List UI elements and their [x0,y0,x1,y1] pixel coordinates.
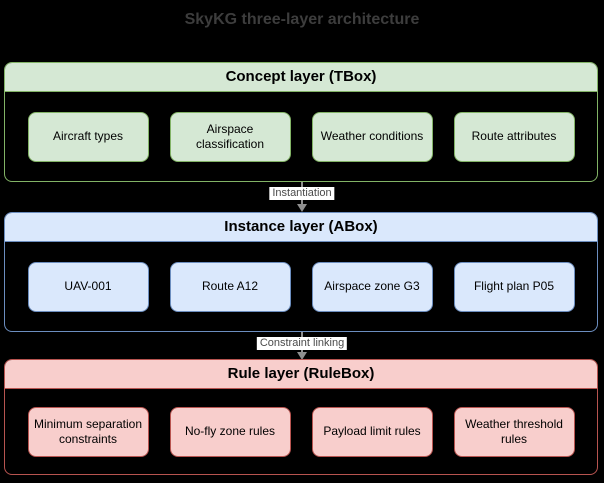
constraint-linking-edge-label: Constraint linking [256,337,348,350]
node-flight-plan-p05: Flight plan P05 [453,261,575,312]
instance-layer: Instance layer (ABox) UAV-001 Route A12 … [4,212,598,332]
concept-layer-body: Aircraft types Airspace classification W… [5,92,597,181]
node-minimum-separation-constraints: Minimum separation constraints [27,406,149,457]
concept-layer: Concept layer (TBox) Aircraft types Airs… [4,62,598,182]
instance-layer-body: UAV-001 Route A12 Airspace zone G3 Fligh… [5,242,597,331]
arrow-down-icon [297,204,307,212]
instantiation-edge: Instantiation [0,182,604,212]
constraint-linking-edge: Constraint linking [0,332,604,360]
rule-layer-header: Rule layer (RuleBox) [5,360,597,389]
diagram-title: SkyKG three-layer architecture [184,11,420,28]
node-airspace-classification: Airspace classification [169,111,291,162]
node-payload-limit-rules: Payload limit rules [311,406,433,457]
node-route-a12: Route A12 [169,261,291,312]
rule-layer: Rule layer (RuleBox) Minimum separation … [4,359,598,475]
node-weather-threshold-rules: Weather threshold rules [453,406,575,457]
instantiation-edge-label: Instantiation [269,187,335,200]
concept-layer-header: Concept layer (TBox) [5,63,597,92]
rule-layer-body: Minimum separation constraints No-fly zo… [5,389,597,474]
node-airspace-zone-g3: Airspace zone G3 [311,261,433,312]
node-weather-conditions: Weather conditions [311,111,433,162]
node-aircraft-types: Aircraft types [27,111,149,162]
arrow-down-icon [297,352,307,360]
node-route-attributes: Route attributes [453,111,575,162]
node-uav-001: UAV-001 [27,261,149,312]
instance-layer-header: Instance layer (ABox) [5,213,597,242]
node-no-fly-zone-rules: No-fly zone rules [169,406,291,457]
